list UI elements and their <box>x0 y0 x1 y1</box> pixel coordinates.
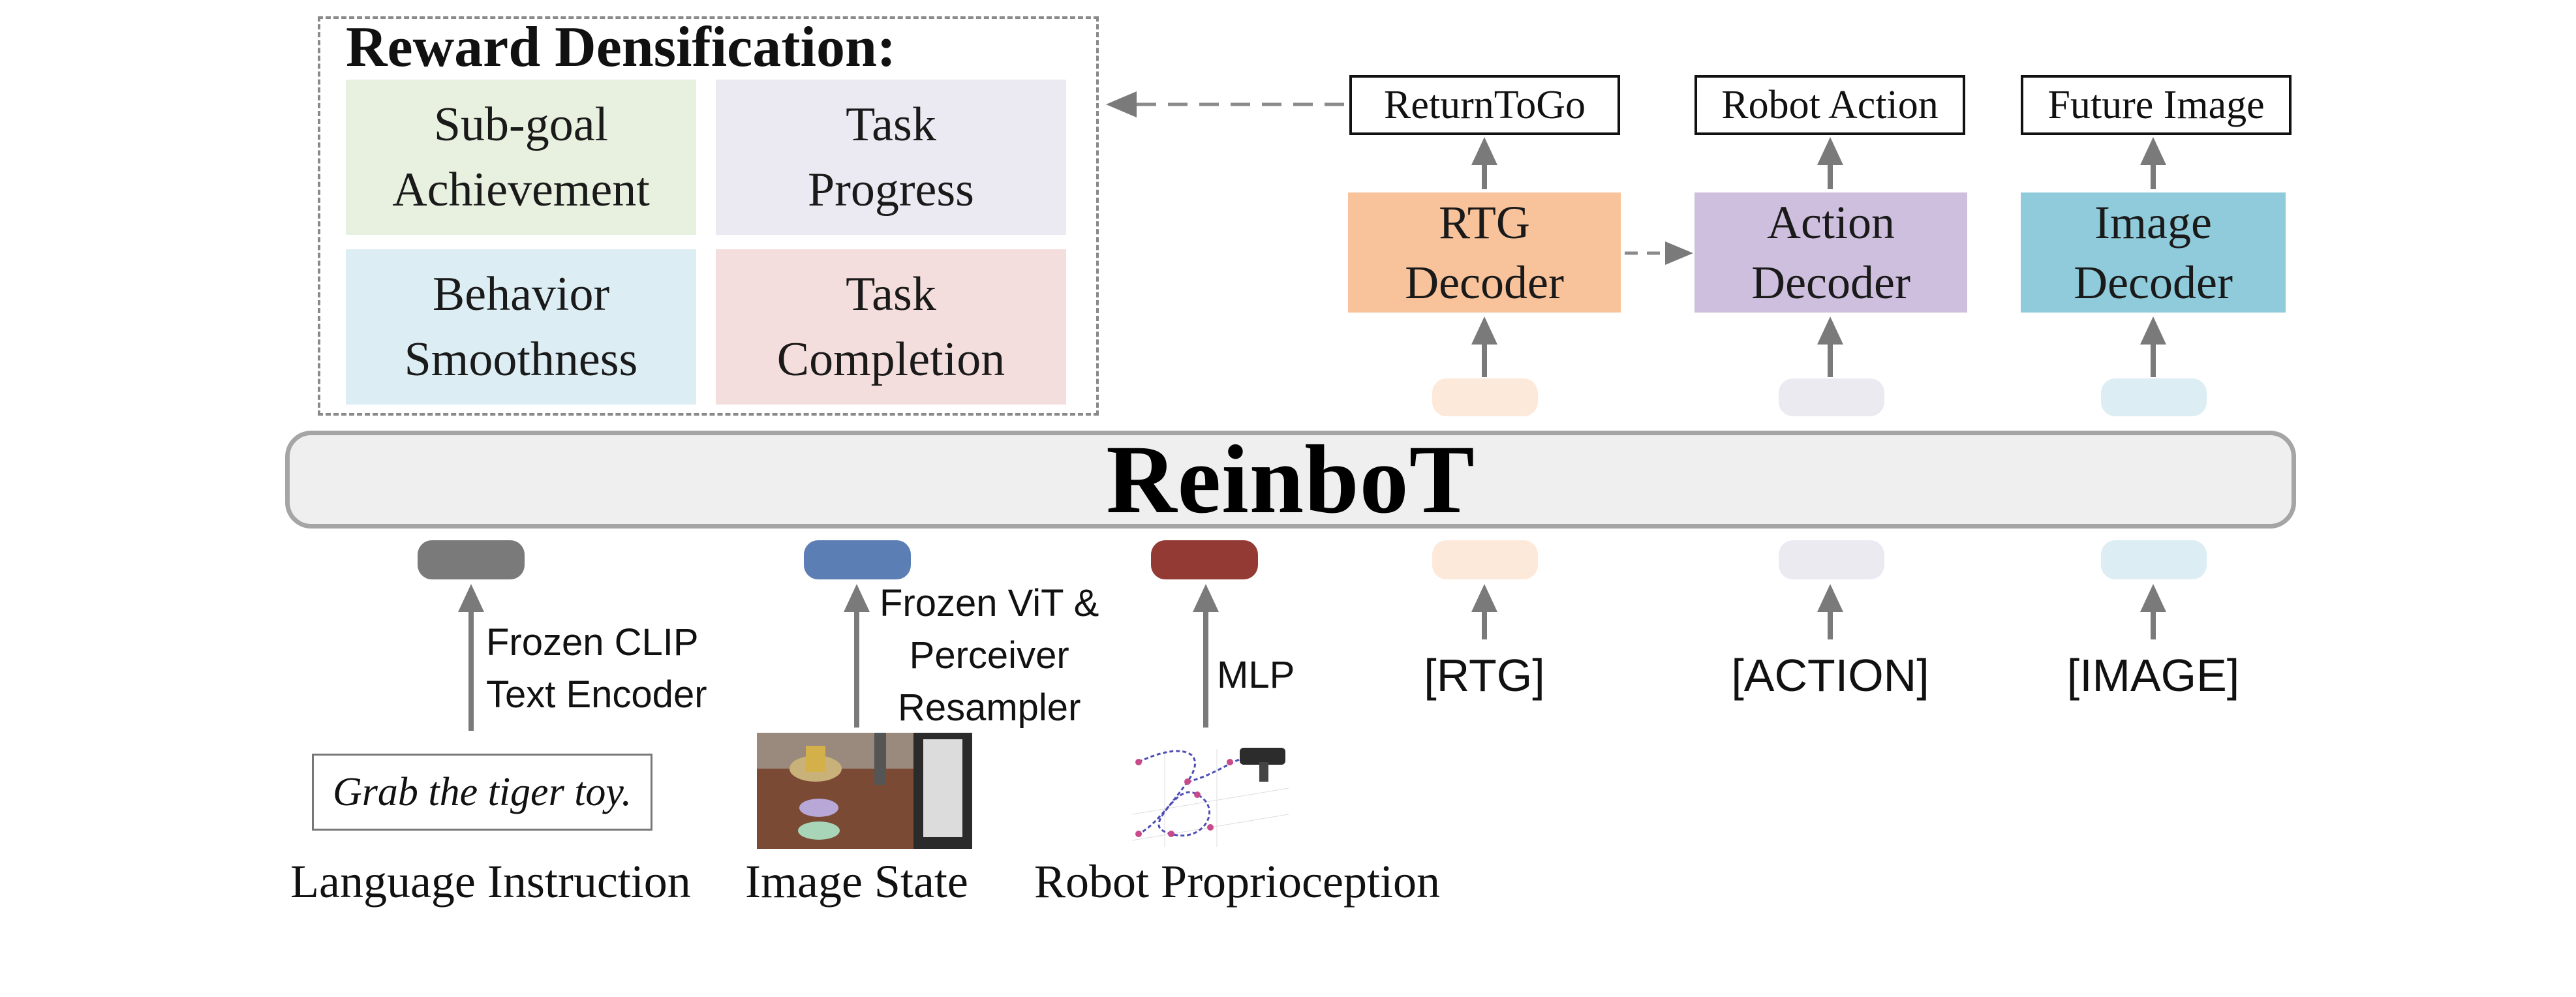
reward-densification-box <box>318 16 1099 416</box>
rtg-decoder: RTG Decoder <box>1348 192 1621 313</box>
reward-cell-task-completion: Task Completion <box>716 249 1066 405</box>
language-instruction-box: Grab the tiger toy. <box>312 754 652 831</box>
input-token-action <box>1779 540 1884 579</box>
reward-cell-behavior-smoothness: Behavior Smoothness <box>346 249 696 405</box>
encoder-label-vit: Frozen ViT & Perceiver Resampler <box>880 582 1099 729</box>
input-token-image-state <box>804 540 911 579</box>
output-token-image <box>2101 378 2207 416</box>
output-future-image: Future Image <box>2021 75 2292 135</box>
action-decoder: Action Decoder <box>1694 192 1967 313</box>
caption-image-state: Image State <box>745 855 968 908</box>
reward-cell-subgoal: Sub-goal Achievement <box>346 80 696 235</box>
reward-cell-task-progress: Task Progress <box>716 80 1066 235</box>
dashed-arrow-rtg-to-action-head <box>1665 241 1693 265</box>
input-token-proprioception <box>1151 540 1258 579</box>
dashed-arrow-rtg-to-reward-head <box>1106 91 1137 117</box>
decoder-arrows <box>1471 137 2166 377</box>
input-arrows <box>458 584 2166 731</box>
caption-language-instruction: Language Instruction <box>290 855 691 908</box>
output-return-to-go: ReturnToGo <box>1349 75 1620 135</box>
token-label-action: [ACTION] <box>1731 650 1929 701</box>
image-decoder: Image Decoder <box>2021 192 2286 313</box>
reward-densification-title: Reward Densification: <box>346 16 897 79</box>
output-token-action <box>1779 378 1884 416</box>
reinbot-title: ReinboT <box>1106 425 1475 534</box>
trajectory-plot-image <box>1131 748 1289 847</box>
encoder-label-mlp: MLP <box>1217 654 1295 696</box>
output-robot-action: Robot Action <box>1694 75 1965 135</box>
robot-arm-table-scene-image <box>757 733 972 849</box>
reinbot-model-bar: ReinboT <box>285 425 2296 534</box>
input-token-language <box>418 540 525 579</box>
output-token-rtg <box>1432 378 1538 416</box>
caption-robot-proprioception: Robot Proprioception <box>1034 855 1440 908</box>
input-token-image <box>2101 540 2207 579</box>
encoder-label-clip: Frozen CLIP Text Encoder <box>486 621 707 716</box>
token-label-image: [IMAGE] <box>2066 650 2240 701</box>
token-label-rtg: [RTG] <box>1424 650 1545 701</box>
input-token-rtg <box>1432 540 1538 579</box>
